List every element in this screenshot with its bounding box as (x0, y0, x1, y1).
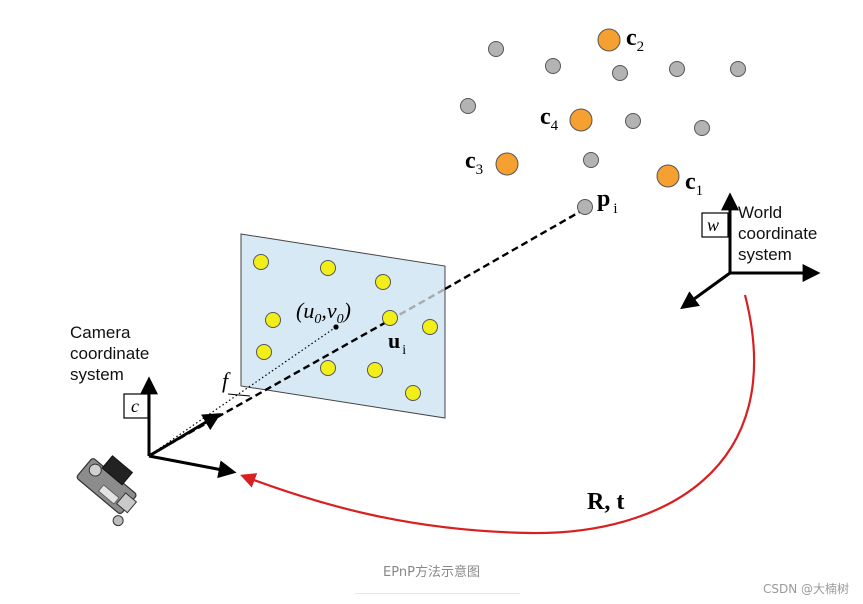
principal-point (333, 324, 339, 330)
control-point-c2 (597, 28, 621, 52)
image-point (375, 274, 391, 290)
camera-axes (140, 376, 237, 479)
control-point-c4 (569, 108, 593, 132)
world-points (460, 41, 746, 215)
world-point (460, 98, 476, 114)
world-point (488, 41, 504, 57)
image-point (256, 344, 272, 360)
image-point (320, 260, 336, 276)
camera-frame-box (123, 393, 149, 419)
control-point-label-c3: c3 (465, 148, 483, 178)
transform-label: R, t (587, 489, 624, 515)
image-point (367, 362, 383, 378)
image-point (405, 385, 421, 401)
image-points (253, 254, 438, 401)
world-point (583, 152, 599, 168)
image-point (265, 312, 281, 328)
watermark: CSDN @大楠树 (762, 582, 849, 596)
world-point (730, 61, 746, 77)
world-point (545, 58, 561, 74)
principal-point-label: (u0,v0) (296, 298, 351, 327)
figure-caption: EPnP方法示意图 (383, 565, 480, 580)
world-axes (680, 192, 821, 310)
image-plane (240, 233, 446, 419)
caption-underline (355, 593, 520, 594)
control-point-label-c4: c4 (540, 104, 559, 134)
image-point-ui (382, 310, 398, 326)
focal-tick (227, 393, 251, 397)
image-point (253, 254, 269, 270)
world-frame-box (701, 212, 729, 238)
camera-icon (76, 455, 138, 527)
control-point-label-c2: c2 (626, 25, 644, 55)
focal-axis (149, 326, 337, 456)
world-point (612, 65, 628, 81)
control-point-label-c1: c1 (685, 169, 703, 199)
image-point (422, 319, 438, 335)
control-point-c3 (495, 152, 519, 176)
world-point (669, 61, 685, 77)
world-point (625, 113, 641, 129)
control-point-c1 (656, 164, 680, 188)
image-point (320, 360, 336, 376)
transform-arrow (240, 294, 756, 535)
camera-frame-label: c (131, 396, 139, 416)
camera-label: Camera coordinate system (70, 323, 154, 384)
world-point (694, 120, 710, 136)
projection-ray-world-side (444, 208, 584, 291)
world-point-pi (577, 199, 593, 215)
world-frame-label: w (707, 215, 719, 235)
world-label: World coordinate system (738, 203, 822, 264)
control-points (495, 28, 680, 188)
focal-label: f (222, 368, 231, 393)
